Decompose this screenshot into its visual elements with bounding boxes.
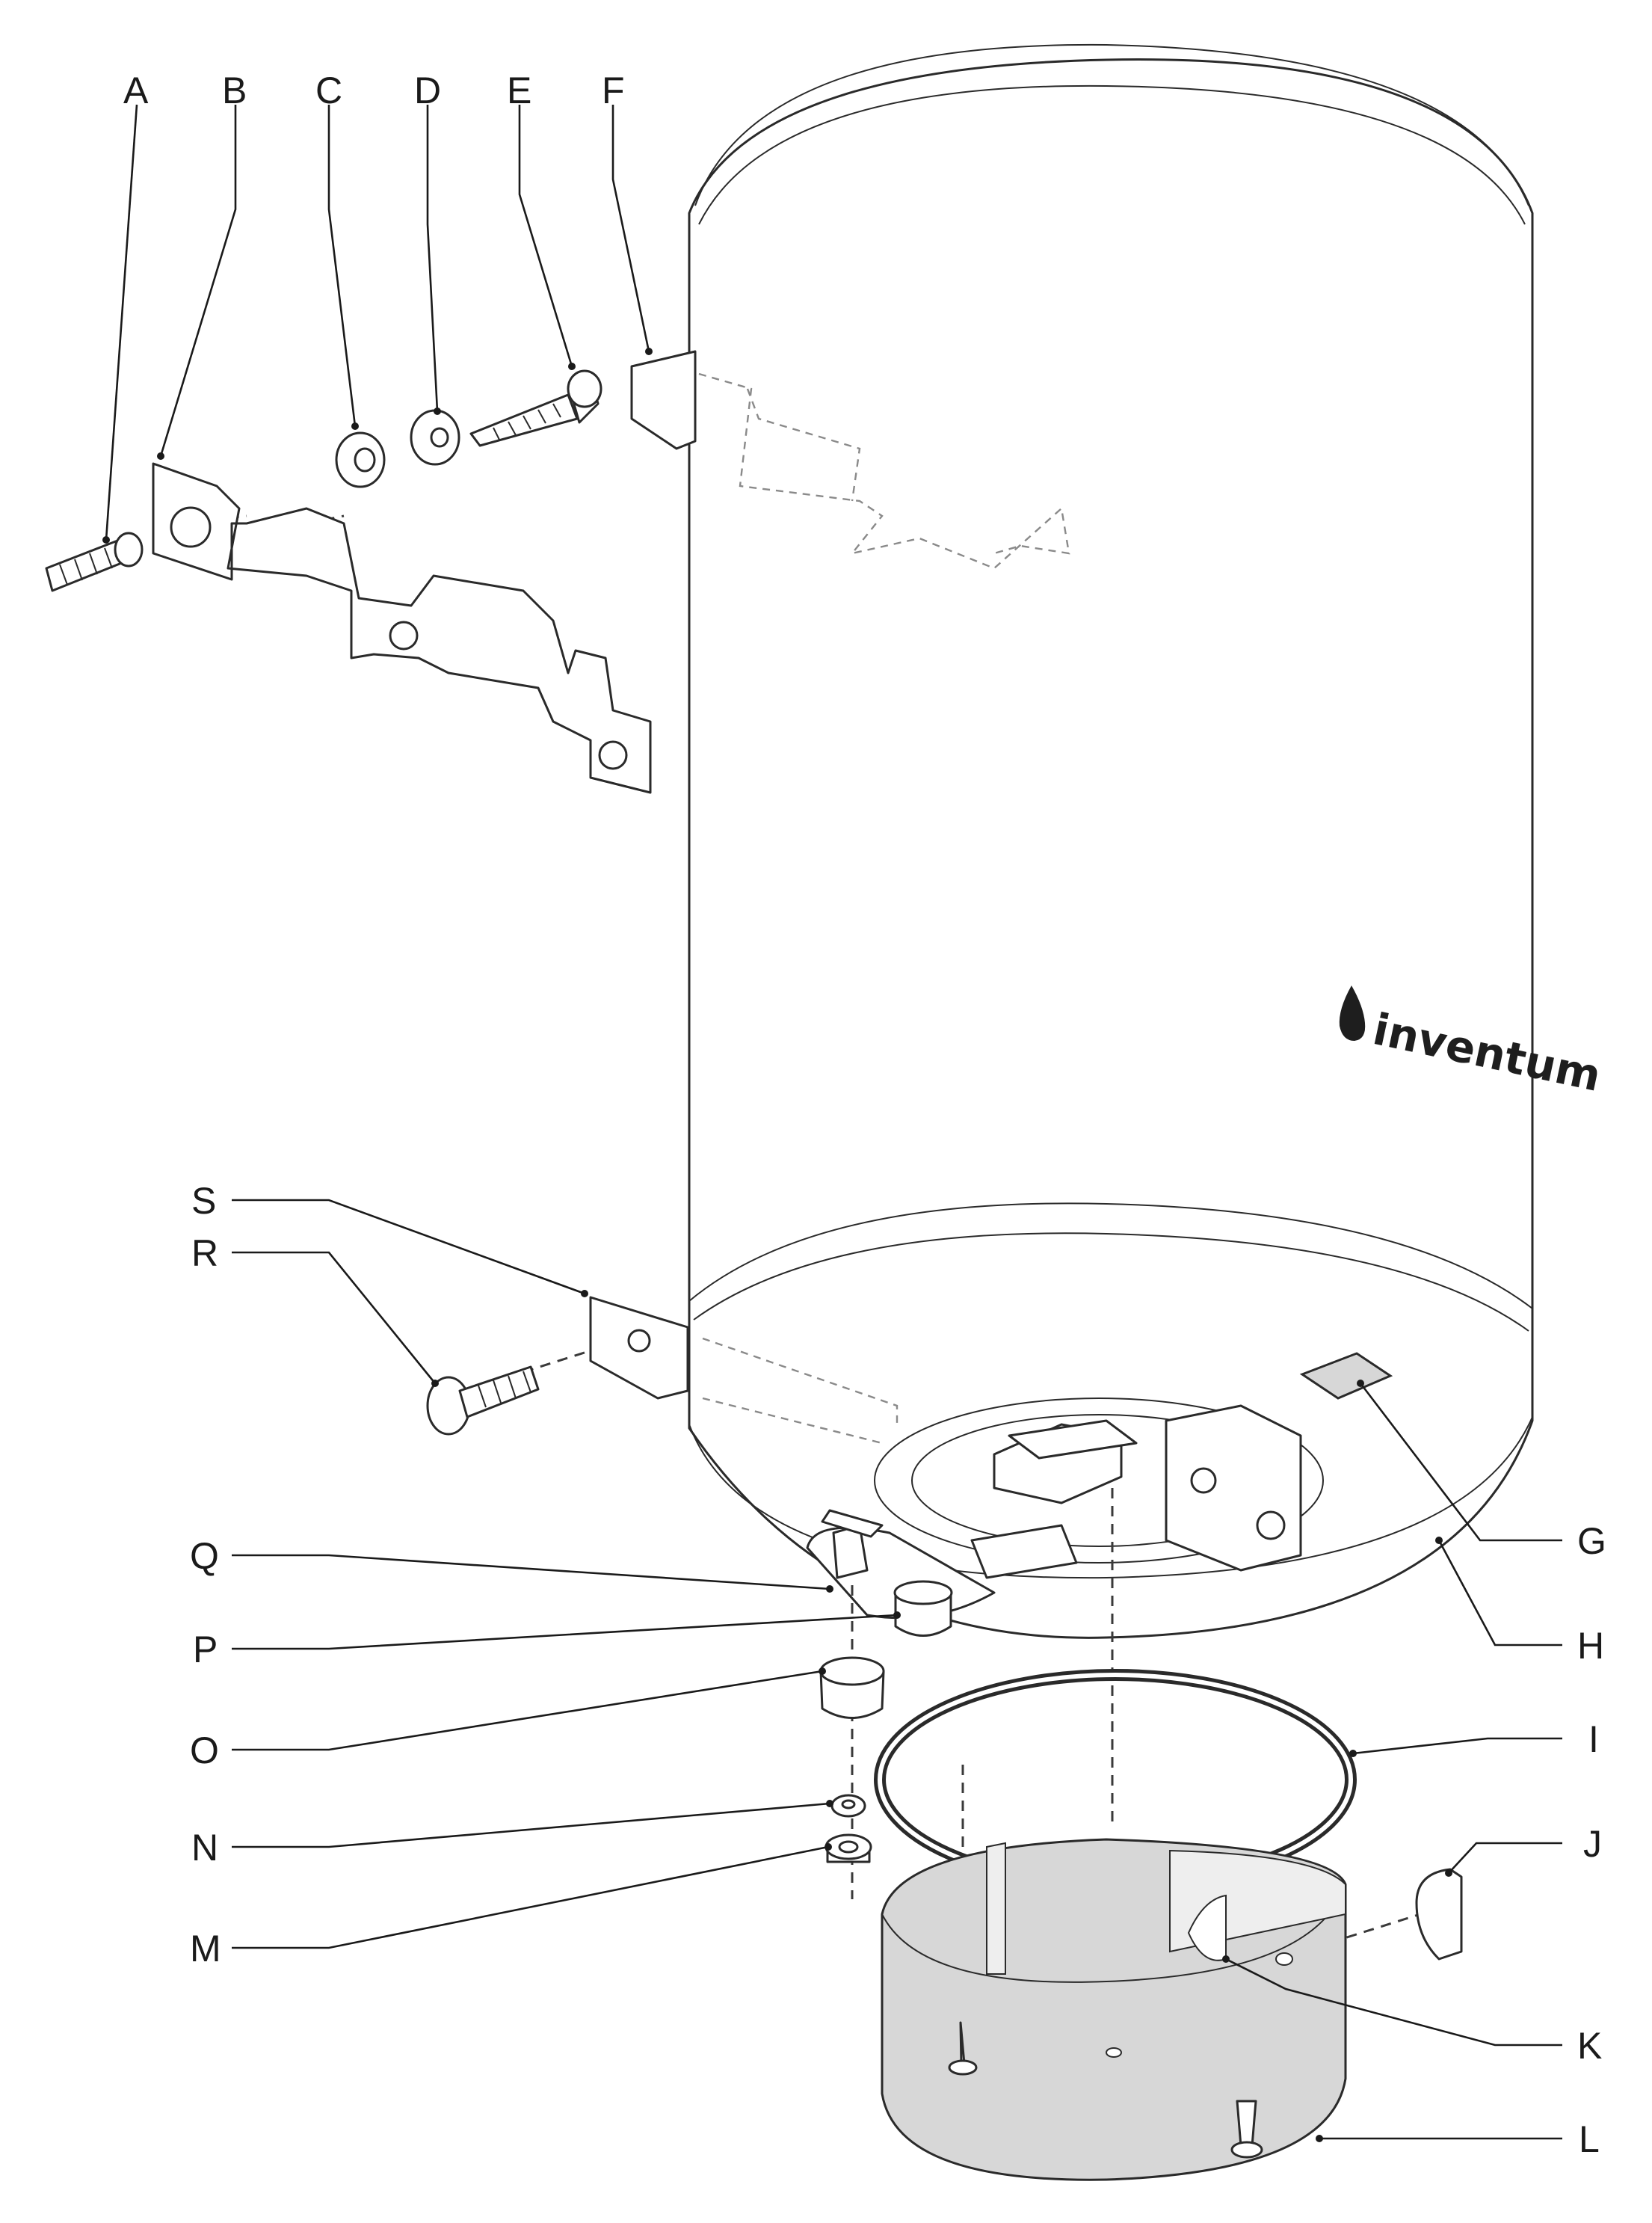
label-p: P (193, 1629, 218, 1670)
bolt (426, 1365, 540, 1436)
label-n: N (191, 1827, 218, 1869)
label-c: C (315, 70, 342, 111)
boiler-tank (688, 43, 1534, 1639)
drop-icon (1339, 986, 1366, 1041)
heating-element-assembly (806, 1398, 1324, 1637)
label-s: S (191, 1180, 216, 1222)
label-h: H (1577, 1625, 1604, 1667)
label-i: I (1588, 1718, 1599, 1760)
label-k: K (1577, 2025, 1602, 2067)
label-b: B (222, 70, 247, 111)
label-a: A (123, 70, 149, 111)
wall-bracket (152, 462, 652, 794)
callout-labels: A B C D E F G H I J K L M N O P Q R S (123, 70, 1606, 2160)
thermostat-box (1165, 1404, 1302, 1572)
washer-d (410, 409, 460, 466)
nut-m (825, 1833, 872, 1863)
wood-screw (469, 369, 602, 447)
label-j: J (1583, 1823, 1602, 1865)
label-f: F (602, 70, 625, 111)
label-m: M (190, 1928, 221, 1970)
tank-bracket-bottom (589, 1296, 689, 1400)
washer-c (335, 431, 386, 488)
cover-clip-k (1187, 1894, 1227, 1961)
label-g: G (1577, 1520, 1606, 1562)
label-r: R (191, 1232, 218, 1274)
washer-n (830, 1794, 866, 1818)
bottom-cover (881, 1838, 1347, 2181)
label-l: L (1579, 2118, 1600, 2160)
label-d: D (414, 70, 441, 111)
leader-lines (102, 104, 1562, 2142)
type-plate (1299, 1352, 1393, 1400)
label-e: E (507, 70, 531, 111)
tank-bracket-top (630, 350, 697, 450)
seal-o (819, 1656, 885, 1719)
wall-plug (45, 532, 144, 592)
label-o: O (190, 1729, 219, 1771)
label-q: Q (190, 1535, 219, 1577)
clip-j (1415, 1868, 1463, 1961)
